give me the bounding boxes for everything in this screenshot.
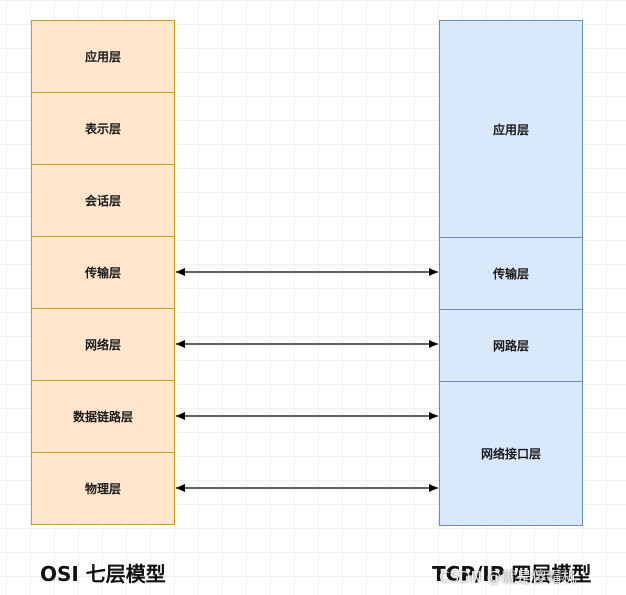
tcpip-layer-stack: 应用层 传输层 网路层 网络接口层 (439, 20, 583, 526)
osi-layer-application: 应用层 (84, 50, 121, 64)
tcpip-layer-application: 应用层 (492, 122, 529, 137)
osi-layer-stack: 应用层 表示层 会话层 传输层 网络层 数据链路层 物理层 (31, 20, 175, 525)
osi-layer-presentation: 表示层 (32, 92, 174, 164)
tcpip-model-title: TCP/IP 四层模型 (432, 562, 592, 586)
osi-layer-data-link: 数据链路层 (32, 380, 174, 452)
osi-layer-network: 网络层 (32, 308, 174, 380)
osi-layer-session: 会话层 (32, 164, 174, 236)
osi-layer-physical: 物理层 (32, 452, 174, 524)
osi-layer-transport: 传输层 (32, 236, 174, 308)
tcpip-layer-network: 网路层 (440, 309, 582, 381)
tcpip-layer-transport: 传输层 (440, 237, 582, 309)
osi-model-title: OSI 七层模型 (40, 562, 166, 586)
tcpip-layer-network-interface: 网络接口层 (440, 381, 582, 525)
csdn-watermark: CSDN @就是傻帽机 (439, 568, 577, 586)
